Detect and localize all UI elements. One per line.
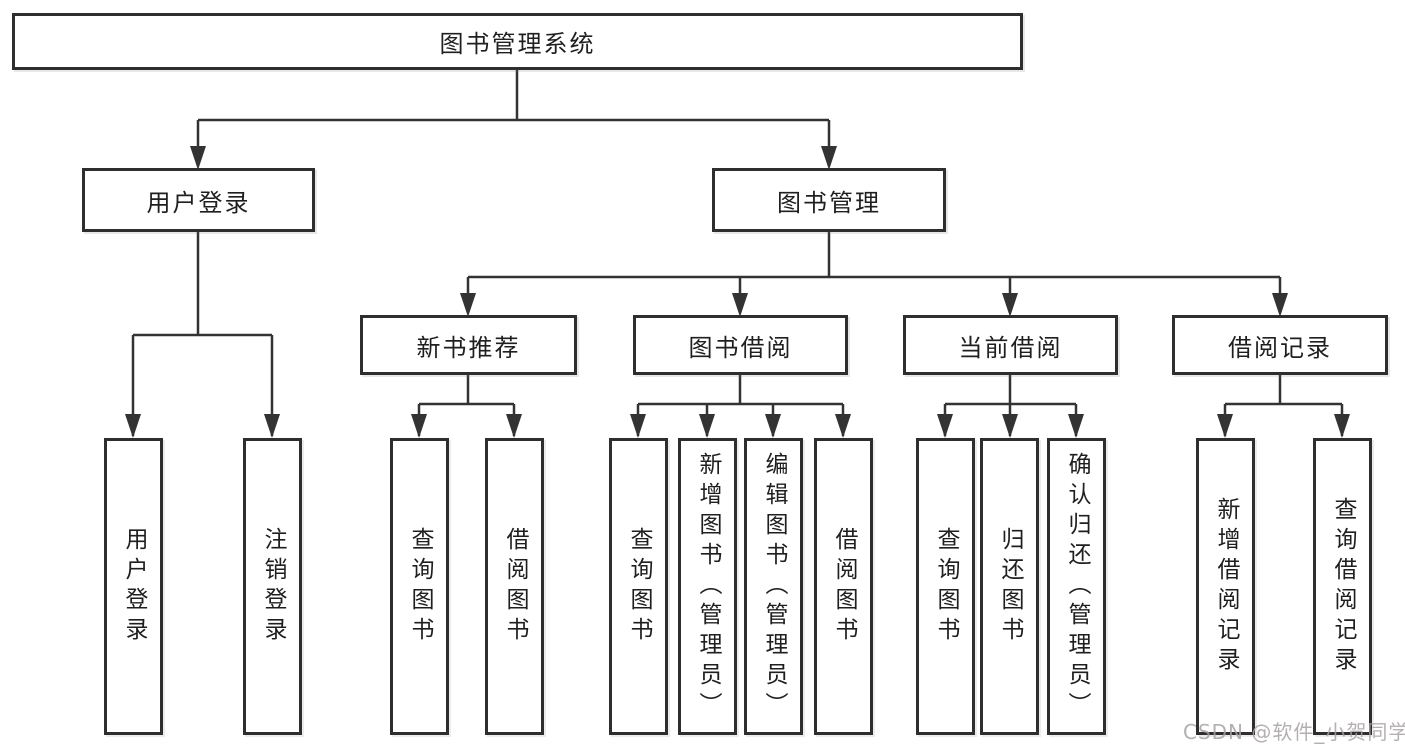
node-new-book-recommend: 新书推荐 xyxy=(360,315,577,375)
node-book-borrow: 图书借阅 xyxy=(633,315,848,375)
connector-book-management xyxy=(466,232,1282,313)
node-leaf-edit-book-admin-label: 编辑图书（管理员） xyxy=(761,451,787,722)
node-leaf-edit-book-admin: 编辑图书（管理员） xyxy=(744,438,803,735)
node-user-login: 用户登录 xyxy=(82,168,315,232)
node-library-system: 图书管理系统 xyxy=(12,13,1023,70)
connector-root xyxy=(196,70,831,166)
node-leaf-query-books-2: 查询图书 xyxy=(609,438,668,735)
node-user-login-label: 用户登录 xyxy=(146,188,251,217)
node-leaf-add-borrow-record: 新增借阅记录 xyxy=(1196,438,1255,735)
node-leaf-query-books-1: 查询图书 xyxy=(390,438,449,735)
node-borrow-records: 借阅记录 xyxy=(1172,315,1388,375)
connector-new-book xyxy=(417,375,516,436)
node-leaf-add-borrow-record-label: 新增借阅记录 xyxy=(1213,496,1239,677)
node-leaf-return-book: 归还图书 xyxy=(980,438,1039,735)
node-leaf-borrow-books-1-label: 借阅图书 xyxy=(502,526,528,647)
node-leaf-borrow-books-1: 借阅图书 xyxy=(485,438,544,735)
connector-user-login xyxy=(131,232,274,436)
node-leaf-confirm-return-admin: 确认归还（管理员） xyxy=(1047,438,1106,735)
connector-borrow-record xyxy=(1223,375,1344,436)
node-borrow-records-label: 借阅记录 xyxy=(1228,333,1332,362)
node-leaf-confirm-return-admin-label: 确认归还（管理员） xyxy=(1064,451,1090,722)
node-new-book-recommend-label: 新书推荐 xyxy=(416,333,521,362)
node-leaf-add-book-admin-label: 新增图书（管理员） xyxy=(695,451,721,722)
node-leaf-return-book-label: 归还图书 xyxy=(997,526,1023,647)
node-current-borrow-label: 当前借阅 xyxy=(958,333,1063,362)
node-library-system-label: 图书管理系统 xyxy=(439,30,596,58)
node-leaf-query-books-3-label: 查询图书 xyxy=(933,526,959,647)
node-book-management-label: 图书管理 xyxy=(777,188,881,217)
connector-book-borrow xyxy=(636,375,845,436)
node-leaf-user-login: 用户登录 xyxy=(104,438,163,735)
node-leaf-add-book-admin: 新增图书（管理员） xyxy=(678,438,737,735)
csdn-watermark: CSDN @软件_小贺同学 xyxy=(1183,720,1405,744)
node-leaf-borrow-books-2-label: 借阅图书 xyxy=(831,526,857,647)
node-leaf-query-borrow-record: 查询借阅记录 xyxy=(1313,438,1372,735)
node-leaf-logout: 注销登录 xyxy=(243,438,302,735)
node-leaf-user-login-label: 用户登录 xyxy=(121,526,147,647)
node-leaf-query-books-2-label: 查询图书 xyxy=(626,526,652,647)
node-leaf-query-books-1-label: 查询图书 xyxy=(407,526,433,647)
node-book-management: 图书管理 xyxy=(712,168,946,232)
node-leaf-logout-label: 注销登录 xyxy=(260,526,286,647)
node-leaf-query-borrow-record-label: 查询借阅记录 xyxy=(1330,496,1356,677)
node-leaf-borrow-books-2: 借阅图书 xyxy=(814,438,873,735)
node-leaf-query-books-3: 查询图书 xyxy=(916,438,975,735)
node-current-borrow: 当前借阅 xyxy=(903,315,1118,375)
arrowheads xyxy=(125,146,1350,438)
node-book-borrow-label: 图书借阅 xyxy=(688,333,793,362)
